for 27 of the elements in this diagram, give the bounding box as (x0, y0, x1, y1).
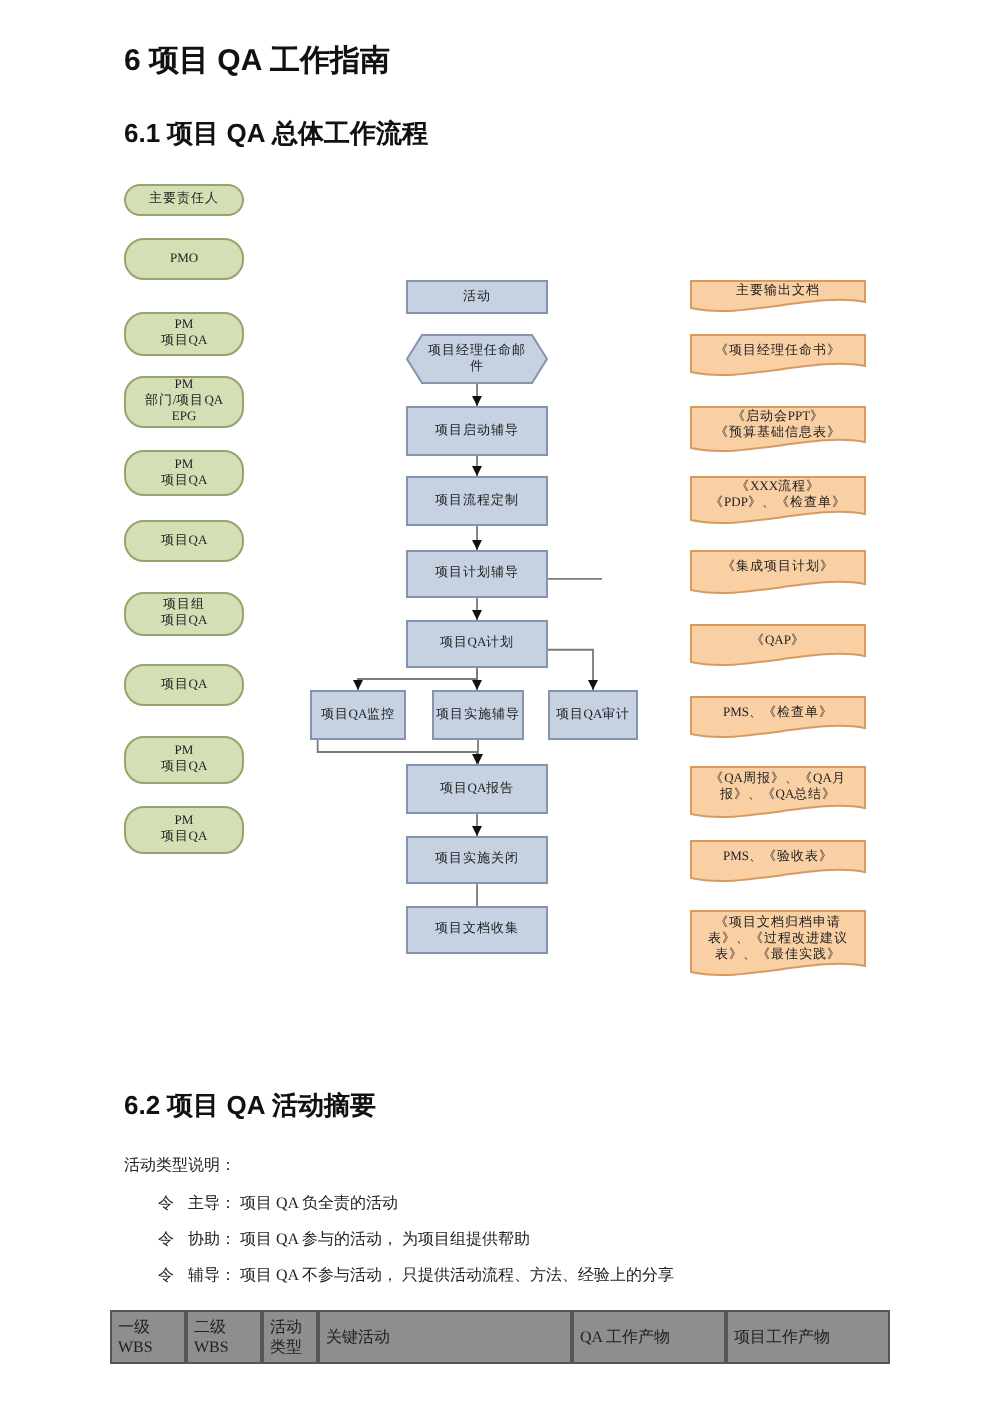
bullet-text: 协助： 项目 QA 参与的活动， 为项目组提供帮助 (188, 1228, 531, 1250)
arrow (472, 667, 482, 691)
connector-line (547, 577, 603, 580)
arrow (472, 525, 482, 551)
arrow (472, 455, 482, 477)
table-header-cell: 关键活动 (318, 1310, 572, 1364)
table-header-cell: 活动类型 (262, 1310, 318, 1364)
arrow (316, 739, 482, 765)
bullet-text: 主导： 项目 QA 负全责的活动 (188, 1192, 399, 1214)
table-header-cell: QA 工作产物 (572, 1310, 726, 1364)
section-heading: 6.2 项目 QA 活动摘要 (124, 1090, 376, 1122)
intro-text: 活动类型说明： (124, 1154, 236, 1176)
arrow (472, 813, 482, 837)
connector-line (476, 883, 478, 907)
table-header-cell: 项目工作产物 (726, 1310, 890, 1364)
arrow (473, 739, 483, 765)
arrow (472, 383, 482, 407)
bullet-symbol: 令 (158, 1192, 174, 1214)
arrow (547, 648, 598, 691)
bullet-symbol: 令 (158, 1228, 174, 1250)
arrow (472, 597, 482, 621)
table-header-cell: 一级 WBS (110, 1310, 186, 1364)
bullet-text: 辅导： 项目 QA 不参与活动， 只提供活动流程、方法、经验上的分享 (188, 1264, 675, 1286)
section-heading: 6.1 项目 QA 总体工作流程 (124, 118, 428, 150)
table-header-cell: 二级 WBS (186, 1310, 262, 1364)
bullet-symbol: 令 (158, 1264, 174, 1286)
page-title: 6 项目 QA 工作指南 (124, 44, 390, 80)
